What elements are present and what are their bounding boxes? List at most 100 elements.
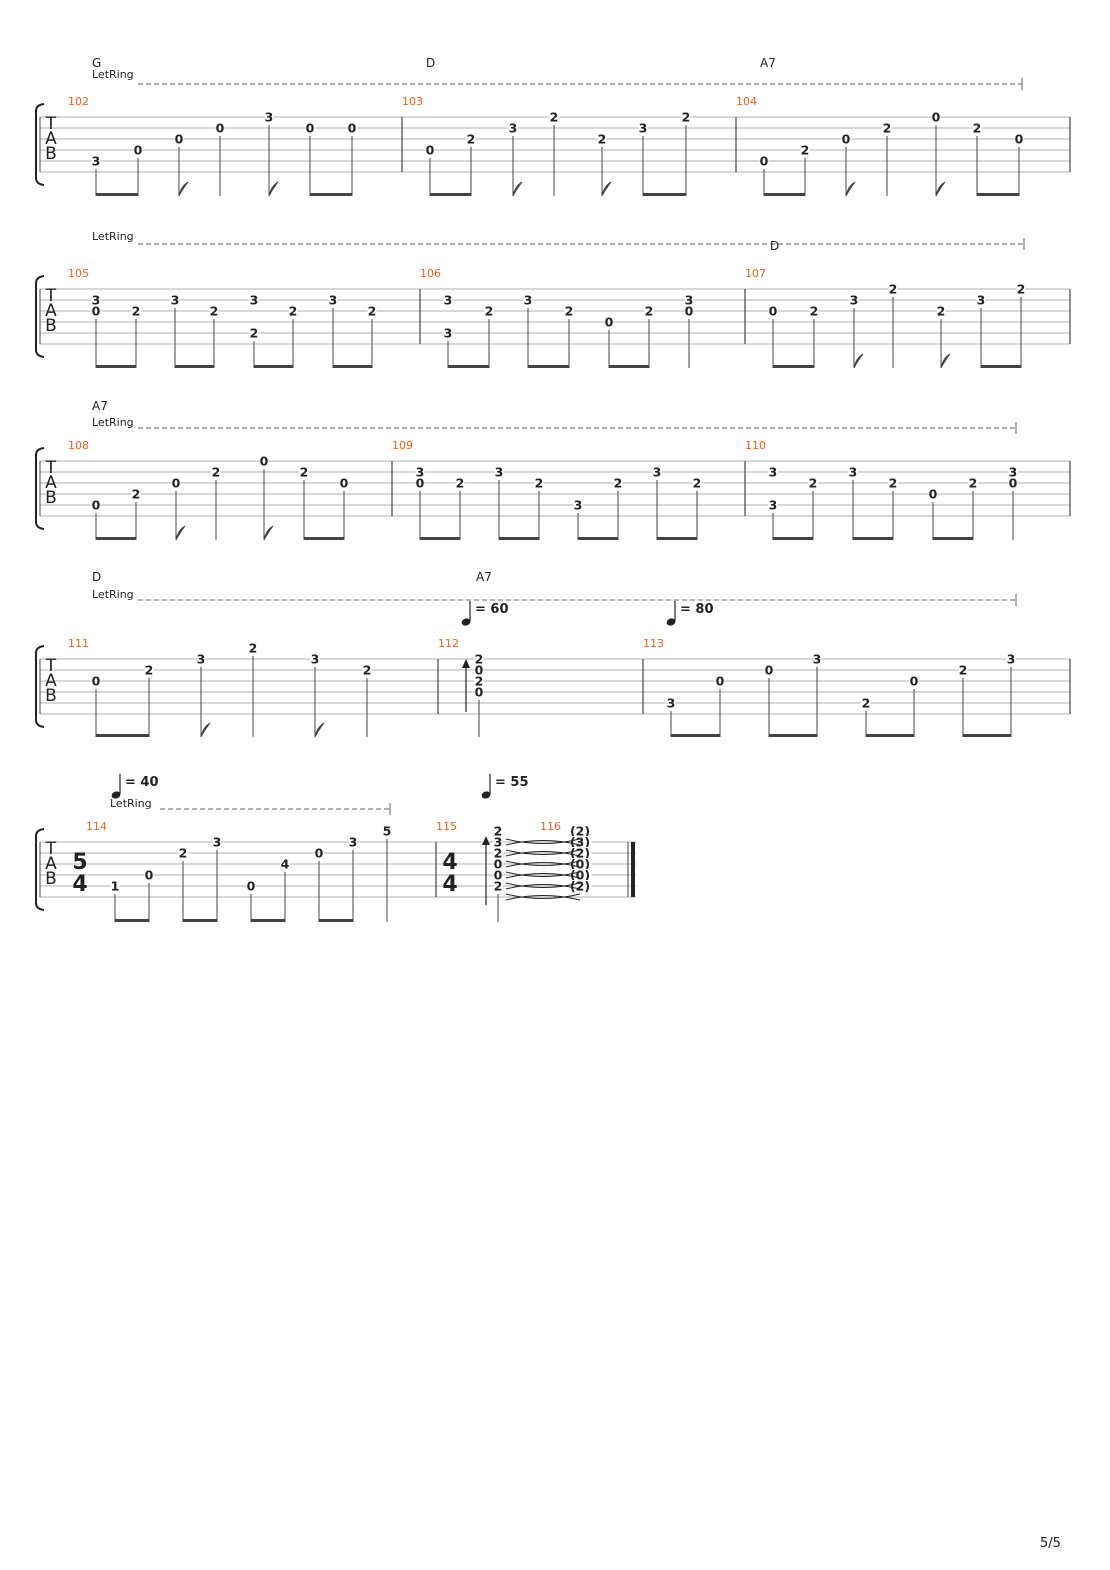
fret-bg bbox=[1008, 466, 1018, 478]
fret-bg bbox=[968, 477, 978, 489]
measure-number: 105 bbox=[68, 267, 89, 280]
fret-bg bbox=[936, 305, 946, 317]
fret-bg bbox=[493, 880, 503, 892]
time-signature-bottom: 4 bbox=[442, 872, 457, 897]
let-ring-label: LetRing bbox=[92, 588, 134, 601]
note-flag bbox=[314, 722, 325, 738]
fret-bg bbox=[493, 825, 503, 837]
fret-bg bbox=[484, 305, 494, 317]
fret-bg bbox=[171, 477, 181, 489]
fret-number: 0 bbox=[247, 879, 256, 894]
fret-number: 2 bbox=[889, 282, 898, 297]
fret-number: 2 bbox=[494, 846, 503, 861]
note-beam bbox=[96, 734, 149, 737]
strum-arrow-head-icon bbox=[462, 659, 470, 668]
fret-bg bbox=[91, 305, 101, 317]
note-flag bbox=[178, 181, 189, 197]
fret-bg bbox=[800, 144, 810, 156]
fret-number: 2 bbox=[210, 304, 219, 319]
fret-bg bbox=[259, 455, 269, 467]
fret-bg bbox=[178, 847, 188, 859]
tie-curve bbox=[505, 882, 581, 888]
fret-number: 3 bbox=[92, 293, 101, 308]
note-flag bbox=[845, 181, 856, 197]
system-bracket bbox=[35, 447, 45, 530]
system-bracket bbox=[35, 828, 45, 911]
fret-bg bbox=[196, 653, 206, 665]
fret-bg bbox=[264, 111, 274, 123]
fret-bg bbox=[888, 283, 898, 295]
tab-clef-letter: A bbox=[45, 129, 57, 149]
fret-bg bbox=[1016, 283, 1026, 295]
fret-number: 2 bbox=[801, 143, 810, 158]
fret-bg bbox=[131, 488, 141, 500]
fret-bg bbox=[508, 122, 518, 134]
system-bracket bbox=[35, 103, 45, 186]
tempo-value: = 80 bbox=[680, 602, 714, 617]
fret-bg bbox=[144, 869, 154, 881]
fret-bg bbox=[133, 144, 143, 156]
note-beam bbox=[773, 537, 813, 540]
fret-bg bbox=[174, 133, 184, 145]
tab-clef-letter: B bbox=[45, 316, 57, 336]
note-beam bbox=[96, 365, 136, 368]
time-signature-bottom: 4 bbox=[72, 872, 87, 897]
fret-number: 2 bbox=[969, 476, 978, 491]
fret-bg bbox=[328, 294, 338, 306]
fret-number: 2 bbox=[475, 674, 484, 689]
tempo-note-icon bbox=[461, 618, 471, 626]
note-beam bbox=[528, 365, 569, 368]
tie-curve bbox=[505, 840, 581, 846]
fret-number: (0) bbox=[570, 857, 590, 872]
fret-number: 2 bbox=[212, 465, 221, 480]
system-bracket bbox=[35, 645, 45, 728]
tab-clef-letter: B bbox=[45, 488, 57, 508]
fret-bg bbox=[443, 294, 453, 306]
fret-bg bbox=[568, 825, 592, 837]
measure-number: 106 bbox=[420, 267, 441, 280]
tie-curve bbox=[505, 895, 581, 901]
fret-number: 5 bbox=[383, 824, 392, 839]
tab-clef-letter: T bbox=[45, 656, 57, 676]
fret-bg bbox=[209, 305, 219, 317]
tab-clef-letter: B bbox=[45, 686, 57, 706]
tab-clef-letter: A bbox=[45, 671, 57, 691]
fret-number: 0 bbox=[842, 132, 851, 147]
tempo-value: = 55 bbox=[495, 775, 529, 790]
fret-number: 3 bbox=[349, 835, 358, 850]
fret-bg bbox=[249, 294, 259, 306]
fret-bg bbox=[644, 305, 654, 317]
fret-bg bbox=[474, 675, 484, 687]
fret-number: 2 bbox=[289, 304, 298, 319]
fret-bg bbox=[568, 836, 592, 848]
tie-curve bbox=[505, 893, 581, 899]
fret-bg bbox=[972, 122, 982, 134]
fret-bg bbox=[305, 122, 315, 134]
fret-number: 2 bbox=[456, 476, 465, 491]
fret-bg bbox=[564, 305, 574, 317]
fret-bg bbox=[681, 111, 691, 123]
fret-bg bbox=[443, 327, 453, 339]
final-barline-thick bbox=[631, 842, 635, 897]
fret-number: 0 bbox=[716, 674, 725, 689]
fret-number: 4 bbox=[281, 857, 290, 872]
fret-number: 3 bbox=[850, 293, 859, 308]
fret-number: 2 bbox=[682, 110, 691, 125]
fret-bg bbox=[170, 294, 180, 306]
fret-bg bbox=[246, 880, 256, 892]
fret-number: 3 bbox=[495, 465, 504, 480]
chord-name: D bbox=[426, 56, 435, 70]
note-beam bbox=[977, 193, 1019, 196]
fret-bg bbox=[493, 836, 503, 848]
fret-number: 3 bbox=[685, 293, 694, 308]
chord-name: A7 bbox=[92, 399, 108, 413]
fret-bg bbox=[715, 675, 725, 687]
time-signature-top: 4 bbox=[442, 850, 457, 875]
note-flag bbox=[200, 722, 211, 738]
measure-number: 115 bbox=[436, 820, 457, 833]
fret-bg bbox=[1006, 653, 1016, 665]
fret-number: 2 bbox=[250, 326, 259, 341]
fret-number: 3 bbox=[769, 465, 778, 480]
fret-bg bbox=[764, 664, 774, 676]
note-beam bbox=[115, 919, 149, 922]
